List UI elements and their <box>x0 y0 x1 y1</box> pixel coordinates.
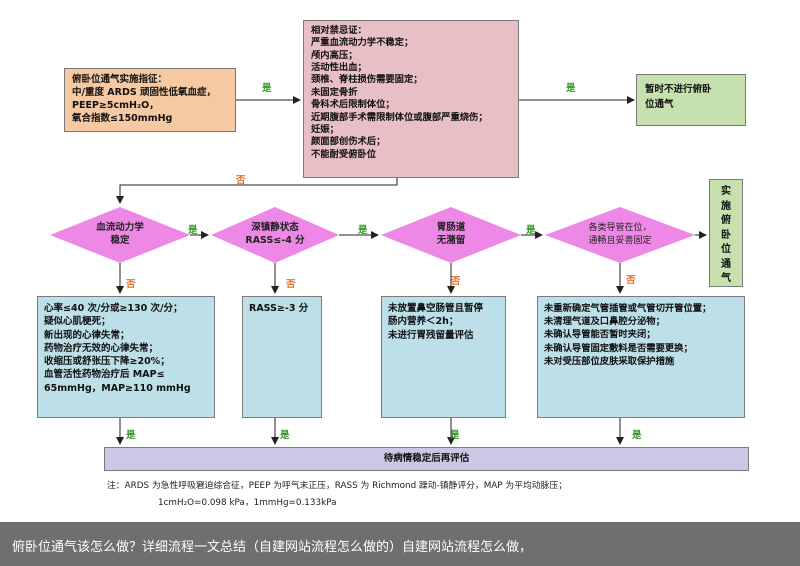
action-line: 血管活性药物治疗后 MAP≤ <box>44 369 165 381</box>
no-prone-line: 暂时不进行俯卧 <box>645 84 712 95</box>
arrow-contra-to-diamond1 <box>116 178 398 204</box>
yes-label: 是 <box>632 430 642 441</box>
indication-line: PEEP≥5cmH₂O， <box>72 100 159 112</box>
note-line-2: 1cmH₂O=0.098 kPa，1mmHg=0.133kPa <box>158 498 337 508</box>
reassess-bar: 待病情稳定后再评估 <box>104 447 749 471</box>
indication-line: 氧合指数≤150mmHg <box>72 113 173 125</box>
no-label: 否 <box>626 275 636 286</box>
no-label: 否 <box>236 175 246 186</box>
reassess-label: 待病情稳定后再评估 <box>383 453 470 464</box>
diamond-catheter-shape <box>545 207 695 263</box>
yes-label: 是 <box>450 430 460 441</box>
contraindication-line: 骨科术后限制体位； <box>311 99 395 111</box>
implement-box: 实 施 俯 卧 位 通 气 <box>709 179 743 287</box>
yes-label: 是 <box>188 225 198 236</box>
implement-char: 气 <box>721 273 731 284</box>
contraindication-box: 相对禁忌证： 严重血流动力学不稳定； 颅内高压； 活动性出血； 颈椎、脊柱损伤需… <box>303 20 519 178</box>
caption-bar: 俯卧位通气该怎么做？详细流程一文总结（自建网站流程怎么做的）自建网站流程怎么做， <box>0 522 800 566</box>
action-box-hemodynamic: 心率≤40 次/分或≥130 次/分； 疑似心肌梗死； 新出现的心律失常； 药物… <box>37 296 215 418</box>
action-line: 未进行胃残留量评估 <box>388 329 474 341</box>
yes-label: 是 <box>526 225 536 236</box>
no-prone-line: 位通气 <box>645 98 674 110</box>
yes-label: 是 <box>280 430 290 441</box>
action-line: 未放置鼻空肠管且暂停 <box>388 303 484 314</box>
action-line: 肠内营养＜2h； <box>388 316 459 328</box>
action-line: 未确认导管能否暂时夹闭； <box>544 329 656 341</box>
action-box-catheter: 未重新确定气管插管或气管切开管位置； 未清理气道及口鼻腔分泌物； 未确认导管能否… <box>537 296 745 418</box>
diamond-gi: 胃肠道 无潴留 <box>401 221 501 248</box>
contraindication-line: 颅内高压； <box>311 49 358 61</box>
implement-char: 施 <box>721 200 731 212</box>
contraindication-line: 妊娠； <box>311 123 339 135</box>
action-box-gi: 未放置鼻空肠管且暂停 肠内营养＜2h； 未进行胃残留量评估 <box>381 296 506 418</box>
diamond-gi-shape <box>381 207 521 263</box>
contraindication-line: 严重血流动力学不稳定； <box>311 37 414 49</box>
diamond-sedation-shape <box>211 207 339 263</box>
note-line-1: 注：ARDS 为急性呼吸窘迫综合征，PEEP 为呼气末正压，RASS 为 Ric… <box>107 481 567 491</box>
implement-char: 俯 <box>721 215 731 226</box>
action-line: 收缩压或舒张压下降≥20%； <box>44 356 170 368</box>
implement-char: 位 <box>721 244 731 255</box>
action-line: 心率≤40 次/分或≥130 次/分； <box>44 303 183 314</box>
diamond-catheter: 各类导管在位， 通畅且妥善固定 <box>560 222 680 247</box>
action-line: 疑似心肌梗死； <box>44 316 111 328</box>
diamond-catheter-line: 各类导管在位， <box>588 223 652 233</box>
yes-label: 是 <box>126 430 136 441</box>
action-line: 未重新确定气管插管或气管切开管位置； <box>544 303 712 314</box>
caption-text: 俯卧位通气该怎么做？详细流程一文总结（自建网站流程怎么做的）自建网站流程怎么做， <box>12 540 533 555</box>
contraindication-line: 相对禁忌证： <box>311 25 367 36</box>
implement-char: 卧 <box>721 229 731 241</box>
no-label: 否 <box>286 279 296 290</box>
diamond-gi-line: 胃肠道 <box>436 222 466 233</box>
contraindication-line: 不能耐受俯卧位 <box>311 148 377 160</box>
diamond-hemodynamic-line: 稳定 <box>110 235 130 247</box>
contraindication-line: 颈椎、脊柱损伤需要固定； <box>311 74 423 86</box>
no-label: 否 <box>126 279 136 290</box>
implement-char: 实 <box>721 186 731 197</box>
contraindication-line: 近期腹部手术需限制体位或腹部严重烧伤； <box>311 111 488 123</box>
action-line: 65mmHg，MAP≥110 mmHg <box>44 382 191 394</box>
contraindication-line: 活动性出血； <box>311 62 367 74</box>
action-line: 未清理气道及口鼻腔分泌物； <box>544 316 665 328</box>
action-box-sedation: RASS≥-3 分 <box>242 296 322 418</box>
action-line: 药物治疗无效的心律失常； <box>44 342 159 354</box>
action-line: 新出现的心律失常； <box>44 329 130 341</box>
diamond-hemodynamic: 血流动力学 稳定 <box>70 221 170 248</box>
no-label: 否 <box>451 276 461 287</box>
action-line: 未确认导管固定敷料是否需要更换； <box>544 342 693 354</box>
indication-box: 俯卧位通气实施指征： 中/重度 ARDS 顽固性低氧血症， PEEP≥5cmH₂… <box>64 68 236 132</box>
contraindication-line: 未固定骨折 <box>311 86 358 98</box>
action-line: 未对受压部位皮肤采取保护措施 <box>544 355 675 367</box>
action-line: RASS≥-3 分 <box>249 303 309 314</box>
diamond-sedation-line: RASS≤-4 分 <box>245 235 305 247</box>
diamond-catheter-line: 通畅且妥善固定 <box>588 235 652 246</box>
indication-line: 俯卧位通气实施指征： <box>72 74 168 85</box>
yes-label: 是 <box>566 83 576 94</box>
diamond-sedation: 深镇静状态 RASS≤-4 分 <box>225 221 325 248</box>
contraindication-line: 颜面部创伤术后； <box>311 136 386 148</box>
yes-label: 是 <box>358 225 368 236</box>
diamond-hemodynamic-shape <box>50 207 190 263</box>
yes-label: 是 <box>262 83 272 94</box>
diamond-sedation-line: 深镇静状态 <box>251 222 299 233</box>
diamond-gi-line: 无潴留 <box>436 235 466 247</box>
implement-char: 通 <box>721 258 731 270</box>
diamond-hemodynamic-line: 血流动力学 <box>96 222 144 233</box>
no-prone-box: 暂时不进行俯卧 位通气 <box>636 74 746 126</box>
indication-line: 中/重度 ARDS 顽固性低氧血症， <box>72 87 216 99</box>
